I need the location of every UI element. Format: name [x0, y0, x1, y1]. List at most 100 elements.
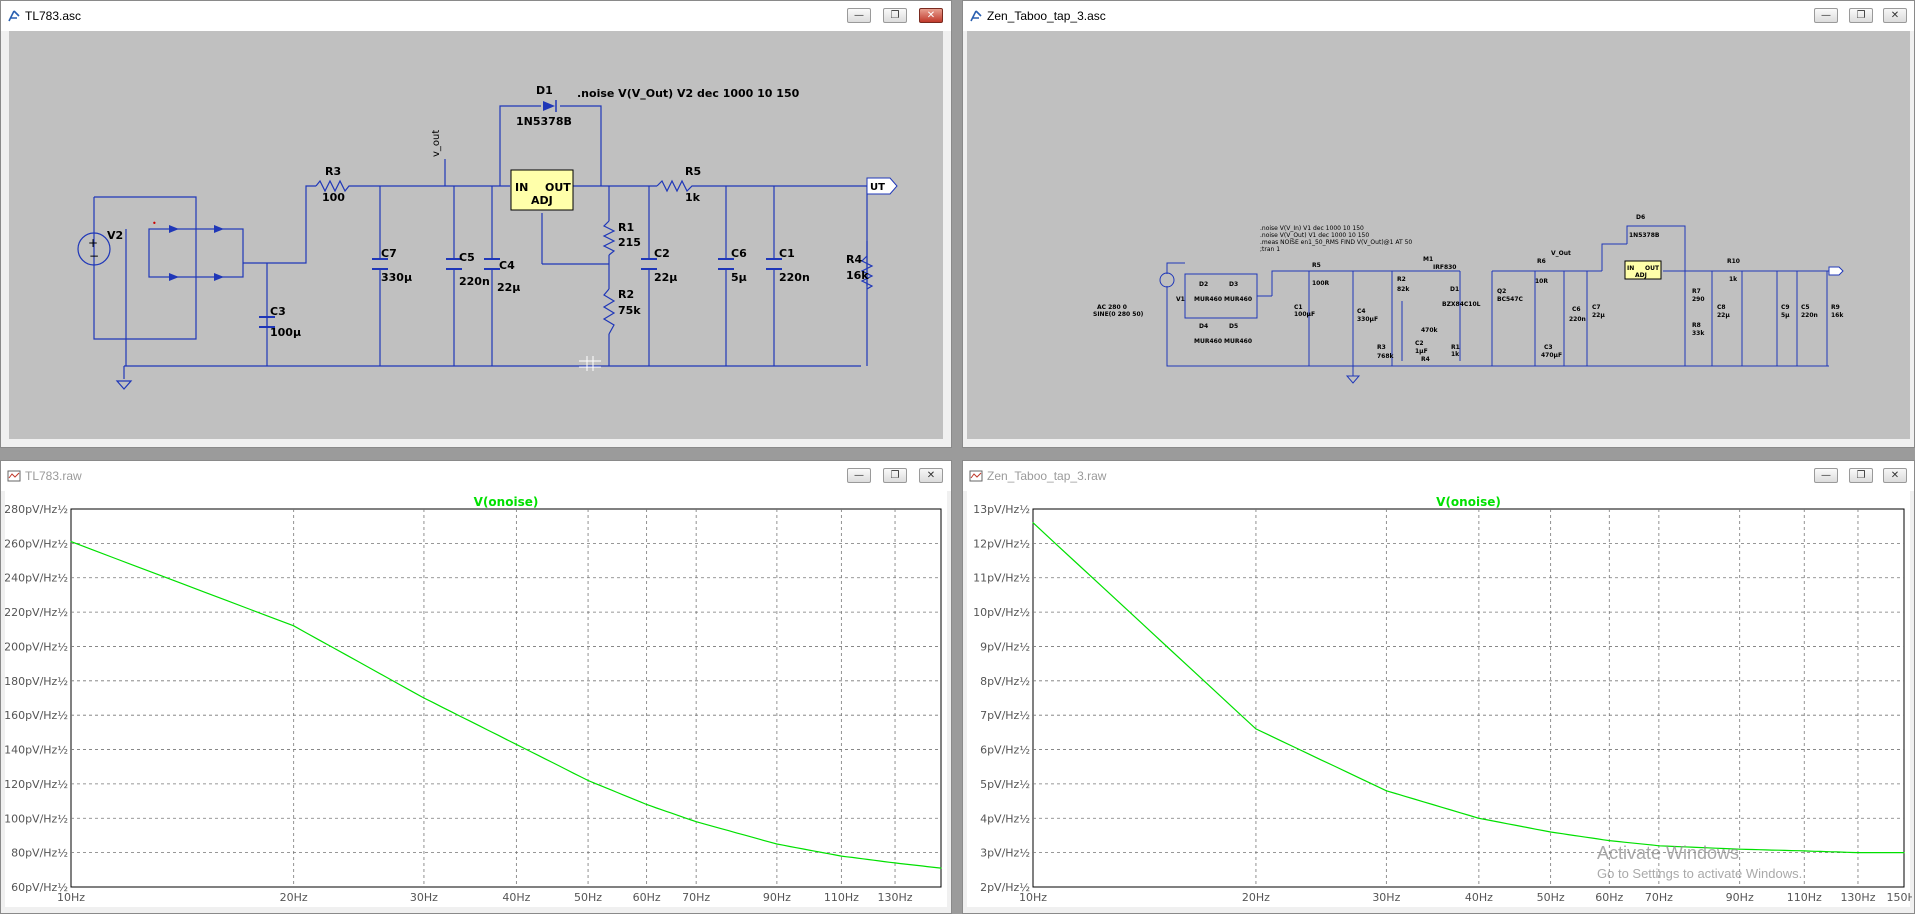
voltage-source-symbol[interactable] [1159, 272, 1175, 288]
regulator-ic[interactable] [510, 169, 574, 211]
resistor-r4[interactable] [860, 255, 874, 290]
data-point [587, 779, 589, 782]
y-tick-label: 80pV/Hz½ [11, 847, 68, 860]
close-button[interactable]: ✕ [1883, 8, 1907, 23]
label-c4: C4 [499, 259, 515, 272]
x-tick-label: 30Hz [1372, 891, 1400, 904]
x-tick-label: 60Hz [633, 891, 661, 904]
minimize-button[interactable]: — [847, 468, 871, 483]
y-tick-label: 100pV/Hz½ [5, 812, 68, 825]
value-r3: 100 [322, 191, 345, 204]
label-c8: C8 [1717, 304, 1726, 311]
voltage-source-symbol[interactable] [77, 232, 111, 266]
schematic-canvas[interactable]: IN OUT ADJ .noise V(V_In) V1 dec 1000 10… [967, 31, 1910, 439]
value-r7: 290 [1692, 296, 1705, 303]
value-r3: 768k [1377, 353, 1395, 360]
label-c1: C1 [1294, 304, 1303, 311]
data-point [1478, 817, 1480, 819]
x-tick-label: 50Hz [574, 891, 602, 904]
maximize-button[interactable]: ❐ [1849, 8, 1873, 23]
title-bar[interactable]: TL783.raw — ❐ ✕ [1, 461, 951, 491]
resistor-r5[interactable] [656, 179, 701, 193]
regulator-ic[interactable] [1624, 260, 1662, 280]
waveform-icon [7, 470, 21, 482]
window-title: Zen_Taboo_tap_3.raw [987, 469, 1107, 483]
label-r3: R3 [1377, 344, 1386, 351]
label-r7: R7 [1692, 288, 1701, 295]
value-c4: 330µF [1357, 316, 1378, 323]
x-tick-label: 30Hz [410, 891, 438, 904]
label-d1: D1 [1450, 286, 1459, 293]
data-point [1739, 848, 1741, 850]
label-d4: D4 [1199, 323, 1208, 330]
x-tick-label: 10Hz [1019, 891, 1047, 904]
resistor-r3[interactable] [315, 179, 353, 193]
schematic-window-zen-taboo[interactable]: Zen_Taboo_tap_3.asc — ❐ ✕ [962, 0, 1915, 448]
title-bar[interactable]: Zen_Taboo_tap_3.raw — ❐ ✕ [963, 461, 1914, 491]
value-r2: 75k [618, 304, 641, 317]
title-bar[interactable]: TL783.asc — ❐ ✕ [1, 1, 951, 31]
minimize-button[interactable]: — [847, 8, 871, 23]
schematic-drawing[interactable]: + − V2 • [9, 31, 945, 441]
x-tick-label: 40Hz [1465, 891, 1493, 904]
label-r6: R6 [1537, 258, 1546, 265]
noise-trace[interactable] [1032, 522, 1904, 854]
value-r8: 33k [1692, 330, 1705, 337]
minimize-button[interactable]: — [1814, 468, 1838, 483]
directives[interactable]: .noise V(V_In) V1 dec 1000 10 150 .noise… [1260, 225, 1412, 253]
label-d2: D2 [1199, 281, 1208, 288]
diode-d1[interactable] [543, 101, 555, 111]
label-c3: C3 [270, 305, 286, 318]
label-d5: D5 [1229, 323, 1238, 330]
value-c3: 100µ [270, 326, 301, 339]
x-tick-label: 90Hz [763, 891, 791, 904]
trace-label[interactable]: V(onoise) [1436, 495, 1501, 509]
maximize-button[interactable]: ❐ [883, 8, 907, 23]
y-tick-label: 12pV/Hz½ [973, 537, 1030, 550]
minimize-button[interactable]: — [1814, 8, 1838, 23]
y-tick-label: 4pV/Hz½ [980, 812, 1030, 825]
close-button[interactable]: ✕ [919, 468, 943, 483]
noise-plot[interactable]: 280pV/Hz½260pV/Hz½240pV/Hz½220pV/Hz½200p… [4, 491, 949, 909]
label-r10: R10 [1727, 258, 1740, 265]
schematic-drawing[interactable]: IN OUT ADJ .noise V(V_In) V1 dec 1000 10… [967, 31, 1910, 441]
title-bar[interactable]: Zen_Taboo_tap_3.asc — ❐ ✕ [963, 1, 1914, 31]
svg-text:.noise V(V_In) V1 dec 1000 10: .noise V(V_In) V1 dec 1000 10 150 [1260, 225, 1364, 232]
x-tick-label: 130Hz [1840, 891, 1875, 904]
noise-directive[interactable]: .noise V(V_Out) V2 dec 1000 10 150 [577, 87, 800, 100]
close-button[interactable]: ✕ [1883, 468, 1907, 483]
resistor-r1[interactable] [602, 220, 616, 256]
label-r3: R3 [325, 165, 341, 178]
value-r1: 1k [1451, 351, 1460, 358]
label-d6: D6 [1636, 214, 1645, 221]
ic-pin-in: IN [1627, 265, 1634, 272]
trace-label[interactable]: V(onoise) [474, 495, 539, 509]
resistor-r2[interactable] [602, 288, 616, 335]
x-tick-label: 20Hz [1242, 891, 1270, 904]
schematic-window-tl783[interactable]: TL783.asc — ❐ ✕ [0, 0, 952, 448]
maximize-button[interactable]: ❐ [883, 468, 907, 483]
value-r2: 82k [1397, 286, 1410, 293]
noise-plot[interactable]: 13pV/Hz½12pV/Hz½11pV/Hz½10pV/Hz½9pV/Hz½8… [967, 491, 1915, 909]
x-tick-label: 10Hz [57, 891, 85, 904]
window-title: Zen_Taboo_tap_3.asc [987, 9, 1106, 23]
y-tick-label: 120pV/Hz½ [5, 778, 68, 791]
output-port-flag[interactable] [1828, 266, 1844, 276]
maximize-button[interactable]: ❐ [1849, 468, 1873, 483]
data-point [1385, 790, 1387, 792]
value-d4: MUR460 [1194, 338, 1222, 345]
output-port-flag[interactable] [866, 177, 898, 195]
value-r1: 215 [618, 236, 641, 249]
label-q2: Q2 [1497, 288, 1506, 295]
noise-trace[interactable] [70, 541, 942, 869]
value-r10: 1k [1729, 276, 1738, 283]
close-button[interactable]: ✕ [919, 8, 943, 23]
schematic-canvas[interactable]: + − V2 • [9, 31, 943, 439]
data-point [646, 803, 648, 806]
x-tick-label: 40Hz [502, 891, 530, 904]
data-point [1608, 840, 1610, 842]
